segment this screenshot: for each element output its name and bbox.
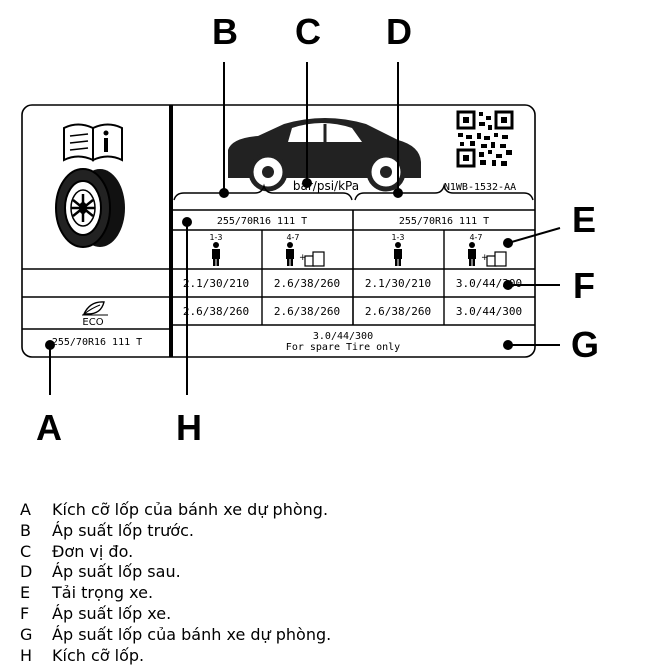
leader-lines xyxy=(45,62,561,395)
person-icon xyxy=(212,242,220,266)
rear-bracket xyxy=(354,183,534,201)
front-row2-light: 2.6/38/260 xyxy=(183,305,249,318)
qr-code xyxy=(456,110,514,168)
front-row1-full: 2.6/38/260 xyxy=(274,277,340,290)
person-luggage-icon: + xyxy=(286,242,325,267)
rear-light-count: 1-3 xyxy=(391,233,404,242)
callout-b: B xyxy=(212,11,238,52)
callout-g: G xyxy=(571,324,600,365)
rear-tire-size: 255/70R16 111 T xyxy=(399,216,489,227)
eco-label: ECO xyxy=(82,317,103,328)
callout-f: F xyxy=(573,265,595,306)
svg-text:+: + xyxy=(299,253,307,263)
owner-manual-icon xyxy=(63,123,123,162)
car-icon xyxy=(228,118,421,192)
rear-row1-light: 2.1/30/210 xyxy=(365,277,431,290)
placard-code: N1WB-1532-AA xyxy=(444,182,516,193)
eco-leaf-icon xyxy=(82,301,108,316)
callout-d: D xyxy=(386,11,412,52)
svg-text:+: + xyxy=(481,253,489,263)
tire-icon xyxy=(55,168,125,248)
spare-note: For spare Tire only xyxy=(286,342,400,353)
callout-h: H xyxy=(176,407,202,448)
callout-a: A xyxy=(36,407,62,448)
front-light-count: 1-3 xyxy=(209,233,222,242)
pressure-table xyxy=(171,209,535,326)
tire-placard-diagram: ECO N1WB-1532-AA xyxy=(21,62,561,395)
rear-full-count: 4-7 xyxy=(469,233,482,242)
person-luggage-icon: + xyxy=(468,242,507,267)
front-row1-light: 2.1/30/210 xyxy=(183,277,249,290)
front-tire-size: 255/70R16 111 T xyxy=(217,216,307,227)
person-icon xyxy=(394,242,402,266)
spare-tire-size: 255/70R16 111 T xyxy=(52,337,142,348)
callout-e: E xyxy=(572,199,597,240)
callout-c: C xyxy=(295,11,321,52)
front-full-count: 4-7 xyxy=(286,233,299,242)
rear-row2-light: 2.6/38/260 xyxy=(365,305,431,318)
front-row2-full: 2.6/38/260 xyxy=(274,305,340,318)
spare-pressure: 3.0/44/300 xyxy=(313,331,373,342)
rear-row2-full: 3.0/44/300 xyxy=(456,305,522,318)
front-bracket xyxy=(173,183,353,201)
